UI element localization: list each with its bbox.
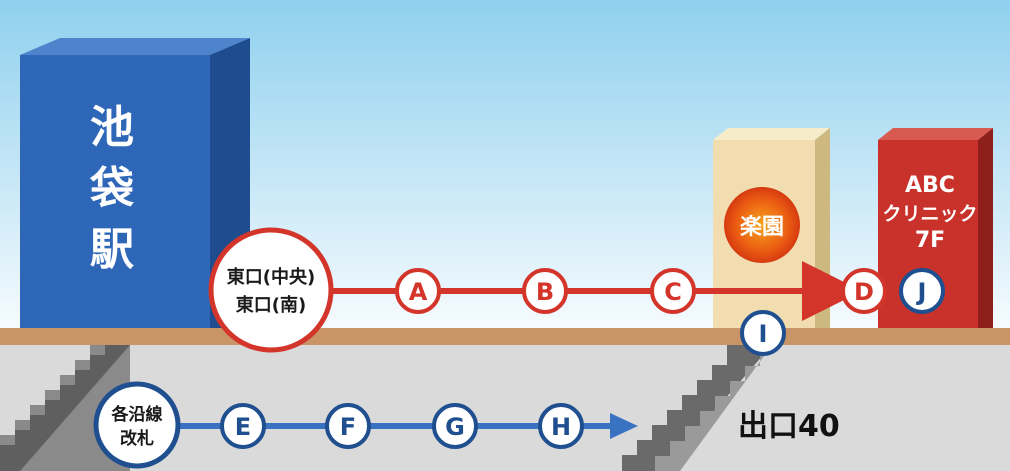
lower-route-arrowhead — [610, 413, 638, 439]
station-name-1: 池 — [90, 102, 134, 153]
rakuen-label: 楽園 — [740, 214, 784, 240]
station-name-2: 袋 — [89, 163, 134, 214]
svg-text:A: A — [409, 278, 428, 306]
route-marker-a: A — [395, 268, 441, 314]
svg-text:D: D — [854, 278, 874, 306]
ticket-gate-line2: 改札 — [120, 428, 154, 449]
stairs-exit40 — [622, 345, 772, 471]
route-marker-b: B — [522, 268, 568, 314]
rakuen-sun-icon — [724, 187, 800, 263]
exit-40-label: 出口40 — [738, 409, 840, 444]
clinic-building — [878, 128, 993, 330]
clinic-name-1: ABC — [905, 173, 955, 198]
clinic-name-2: クリニック — [882, 203, 977, 225]
svg-text:H: H — [551, 413, 571, 441]
east-exit-circle — [208, 227, 334, 353]
route-marker-d: D — [841, 268, 887, 314]
svg-text:I: I — [759, 320, 768, 348]
route-marker-i: I — [740, 310, 786, 356]
route-marker-c: C — [650, 268, 696, 314]
route-marker-h: H — [538, 403, 584, 449]
east-exit-line2: 東口(南) — [236, 294, 306, 316]
clinic-floor: 7F — [915, 228, 945, 253]
svg-text:G: G — [445, 413, 465, 441]
ticket-gate-line1: 各沿線 — [111, 404, 163, 425]
east-exit-line1: 東口(中央) — [227, 266, 315, 288]
station-building — [20, 38, 250, 330]
svg-text:B: B — [536, 278, 554, 306]
station-name-3: 駅 — [90, 224, 134, 275]
svg-text:E: E — [235, 413, 251, 441]
svg-text:J: J — [916, 278, 927, 306]
route-marker-j: J — [899, 268, 945, 314]
route-marker-f: F — [325, 403, 371, 449]
svg-text:F: F — [340, 413, 356, 441]
route-marker-g: G — [432, 403, 478, 449]
route-marker-e: E — [220, 403, 266, 449]
svg-text:C: C — [664, 278, 682, 306]
ticket-gate-circle — [93, 381, 181, 469]
ground-strip — [0, 328, 1010, 345]
